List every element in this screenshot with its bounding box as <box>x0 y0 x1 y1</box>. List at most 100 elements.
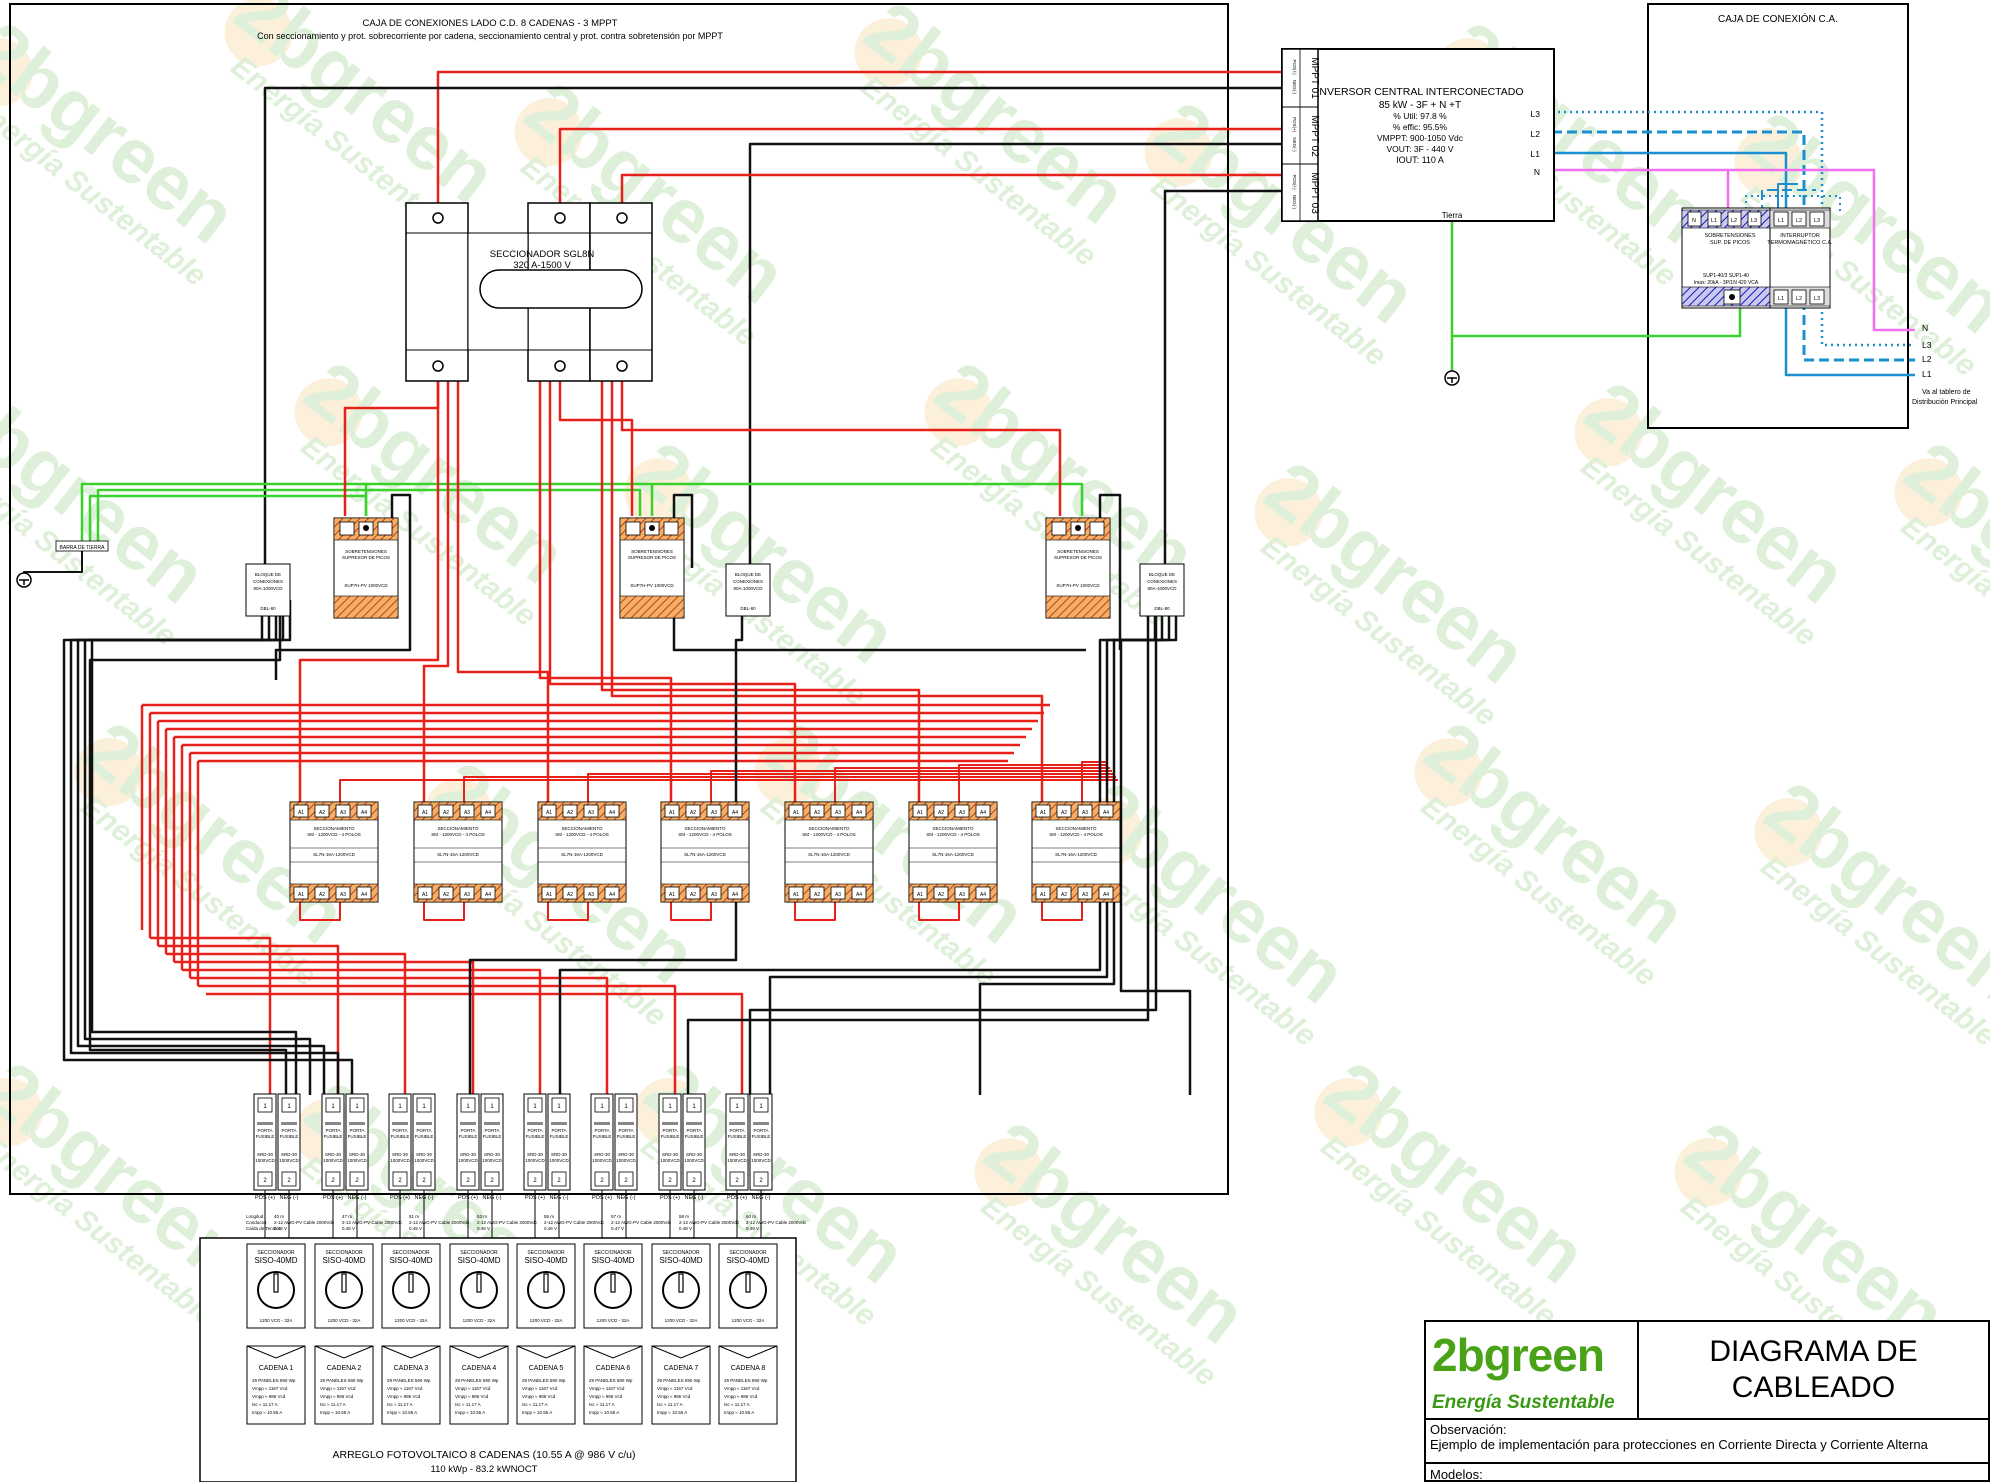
string-disconnector-label-1: SECCIONAMIENTO <box>314 826 355 831</box>
string-disconnector-pin-bottom <box>335 886 351 900</box>
pv-switch-handle-icon <box>543 1273 549 1293</box>
fuse-holder-fuse-1: SRD-30 <box>527 1152 544 1157</box>
fuse-holder-pin-top-label: 1 <box>533 1104 537 1110</box>
string-disconnector-label-1: SECCIONAMIENTO <box>809 826 850 831</box>
fuse-holder-pin-top <box>753 1097 769 1113</box>
ac-l1-out <box>1784 300 1915 377</box>
pv-switch-handle-icon <box>678 1273 684 1293</box>
dc-box-subtitle: Con seccionamiento y prot. sobrecorrient… <box>257 31 723 41</box>
string-disconnector-top-hatch <box>537 801 627 821</box>
string-disconnector-pin-bottom <box>706 886 722 900</box>
fuse-holder-pin-top-label: 1 <box>398 1104 402 1110</box>
terminal-block-body <box>1139 563 1185 617</box>
pv-string-spec: Vmpp ≈ 986 Vcd <box>252 1394 286 1399</box>
ac-breaker-pin-top <box>1791 211 1807 227</box>
string-disconnector-pin-bottom <box>954 886 970 900</box>
terminal-block-line: BLOQUE DE <box>255 572 281 577</box>
string-disconnector-pin-bottom <box>933 886 949 900</box>
fuse-holder-pair-5: 1PORTAFUSIBLESRD-301000VCD21PORTAFUSIBLE… <box>523 1093 571 1244</box>
pv-string-spec: Impp ≈ 10.55 A <box>455 1410 485 1415</box>
fuse-holder-pin-bottom <box>484 1171 500 1187</box>
fuse-holder-pin-bottom <box>281 1171 297 1187</box>
fuse-holder-pin-bottom-label: 2 <box>759 1178 763 1184</box>
pv-string-panel-icon <box>718 1345 778 1359</box>
pv-string-spec: Impp ≈ 10.55 A <box>320 1410 350 1415</box>
fuse-holder-label-2: FUSIBLE <box>685 1134 704 1139</box>
ac-spd-label-1: SOBRETENSIONES <box>1704 233 1755 239</box>
fuse-holder-fuse-icon <box>753 1122 769 1125</box>
string-disconnector-pin-bottom <box>604 886 620 900</box>
string-disconnector-pin-top-label: A1 <box>298 810 304 816</box>
string-disconnector-pin-bottom-label: A4 <box>361 892 367 898</box>
fuse-holder-pin-top-label: 1 <box>759 1104 763 1110</box>
pv-string-spec: Isc ≈ 11.17 A <box>252 1402 278 1407</box>
string-disconnector-pin-top <box>480 804 496 818</box>
neg-loop-1 <box>62 600 354 1095</box>
fuse-holders: 1PORTAFUSIBLESRD-301000VCD21PORTAFUSIBLE… <box>253 1093 773 1244</box>
red-feed-3 <box>456 380 550 805</box>
ac-out-note-2: Distribución Principal <box>1912 399 1978 406</box>
ac-spd-pin <box>1747 211 1762 227</box>
string-disconnector-pin-top <box>314 804 330 818</box>
string-disconnector-pin-top-label: A2 <box>567 810 573 816</box>
fuse-holder-fuse-icon <box>281 1122 297 1125</box>
inverter-pin-label: POS(+) <box>1292 117 1297 133</box>
string-disconnector-pin-top-label: A3 <box>464 810 470 816</box>
string-disconnector-pin-top <box>954 804 970 818</box>
cable-note-drop: 0.45 V <box>342 1226 355 1231</box>
pv-string-name: CADENA 2 <box>327 1365 362 1372</box>
cable-note-drop: 0.46 V <box>544 1226 557 1231</box>
fuse-holder-fuse-2: 1000VCD <box>458 1158 478 1163</box>
pv-switch-rating: 1200 VCD - 32A <box>597 1318 630 1323</box>
fuse-holder-pin-top <box>281 1097 297 1113</box>
disconnector-terminal-bottom-1 <box>432 360 444 372</box>
dc-spd-pin <box>339 521 355 536</box>
ac-spd-pin <box>1687 211 1702 227</box>
string-disconnector-pin-bottom-label: A4 <box>609 892 615 898</box>
pv-switch-label: SECCIONADOR <box>594 1250 632 1256</box>
fuse-holder-pair-2: 1PORTAFUSIBLESRD-301000VCD21PORTAFUSIBLE… <box>321 1093 369 1244</box>
string-disconnector-pin-top-label: A4 <box>361 810 367 816</box>
fuse-holder-pin-bottom-label: 2 <box>355 1178 359 1184</box>
title-block-logo: 2bgreen Energía Sustentable <box>1426 1322 1639 1420</box>
string-disconnector-pin-bottom-label: A3 <box>711 892 717 898</box>
fuse-holder-pin-top <box>527 1097 543 1113</box>
ground-icon <box>16 572 32 588</box>
fuse-holder-label-1: PORTA <box>257 1128 272 1133</box>
string-disconnector-pin-bottom <box>293 886 309 900</box>
ac-breaker-pin-bottom-label: L1 <box>1778 296 1784 302</box>
fuse-holder-pin-top-label: 1 <box>668 1104 672 1110</box>
mppt-02-label: MPPT 02 <box>1309 115 1320 157</box>
cable-note-spec: 2-12 AWG-PV Cable 2000Vdc <box>746 1220 807 1225</box>
fuse-holder-fuse-icon <box>484 1122 500 1125</box>
fuse-holder-label-1: PORTA <box>460 1128 475 1133</box>
neg-loop-2 <box>69 600 340 1095</box>
fuse-holder-pair-6: 1PORTAFUSIBLESRD-301000VCD21PORTAFUSIBLE… <box>590 1093 638 1244</box>
string-disconnector-pin-top-label: A1 <box>422 810 428 816</box>
fuse-holder-label-1: PORTA <box>484 1128 499 1133</box>
fuse-holder-pin-top <box>257 1097 273 1113</box>
pv-string-spec: 29 PANELES 590 Wp <box>455 1378 499 1383</box>
ground-bus <box>80 482 1084 541</box>
string-disconnector-pin-top <box>1035 804 1051 818</box>
red-to-fuse-7 <box>198 984 677 1095</box>
pv-string-spec: Vmpp ≈ 1167 Vcd <box>589 1386 625 1391</box>
dc-spd-label-2: SUPRESOR DE PICOS <box>628 555 676 560</box>
ac-breaker-pin-top-label: L3 <box>1814 218 1820 224</box>
pv-string-body <box>246 1345 306 1425</box>
ac-in-n: N <box>1534 167 1540 177</box>
fuse-holder-label-1: PORTA <box>753 1128 768 1133</box>
fuse-holder-fuse-icon <box>594 1122 610 1125</box>
pv-string-spec: Isc ≈ 11.17 A <box>455 1402 481 1407</box>
pv-string-body <box>583 1345 643 1425</box>
string-disconnector-pin-bottom <box>583 886 599 900</box>
string-disconnector-pin-bottom <box>438 886 454 900</box>
fuse-holder-pin-top <box>594 1097 610 1113</box>
red-to-fuse-3 <box>166 952 407 1095</box>
red-to-fuse-6 <box>190 976 609 1095</box>
ac-breaker-pin-top <box>1809 211 1825 227</box>
